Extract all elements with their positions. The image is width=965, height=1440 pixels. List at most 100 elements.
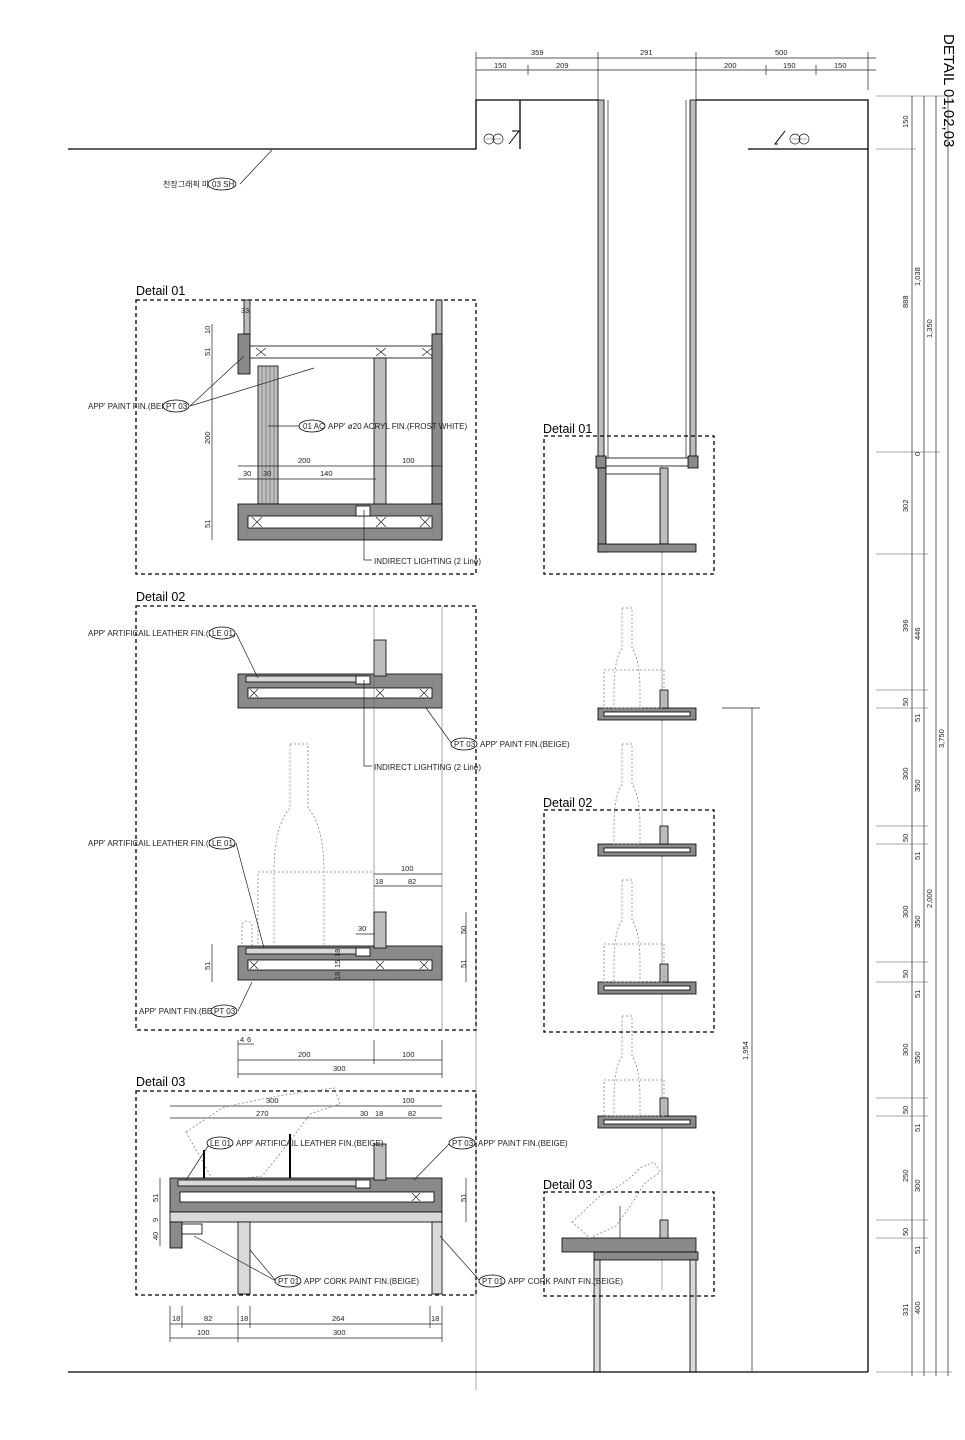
rd-350a: 350 [913, 779, 922, 792]
rd-3750: 3,750 [937, 729, 946, 748]
d02-dim-6: 6 [247, 1035, 251, 1044]
rd-400: 400 [913, 1301, 922, 1314]
d02-dim-300: 300 [333, 1064, 346, 1073]
rd-331: 331 [901, 1303, 910, 1316]
sheet-title: DETAIL 01,02,03 [940, 34, 957, 147]
d02-dim-100: 100 [401, 864, 414, 873]
d02-paint-tag-2: PT 03 [214, 1007, 236, 1016]
d03-cork-tag-1: PT 01 [278, 1277, 300, 1286]
top-dimension-chain: 359 291 500 150 209 200 150 150 [475, 48, 876, 100]
detail-02-small-title: Detail 02 [543, 796, 592, 810]
rd-150: 150 [901, 115, 910, 128]
d02-dim-18: 18 [375, 877, 383, 886]
d01-dim-51b: 51 [203, 520, 212, 528]
rd-1350: 1,350 [925, 319, 934, 338]
ceiling-note-text: 천장그래픽 마감. [163, 179, 219, 189]
top-dim-150c: 150 [834, 61, 847, 70]
d01-dim-3b: 3 [245, 306, 249, 315]
detail-03-small: Detail 03 [543, 1178, 715, 1297]
rd-1038: 1,038 [913, 267, 922, 286]
d01-paint-label: APP' PAINT FIN.(BEIGE) [88, 402, 178, 411]
rd-446: 446 [913, 627, 922, 640]
d01-acrylic-tag: 01 AC [303, 422, 325, 431]
d03-cork-label-2: APP' CORK PAINT FIN.(BEIGE) [508, 1277, 623, 1286]
d02-dim-51l: 51 [203, 962, 212, 970]
d01-dim-3a: 3 [241, 306, 245, 315]
detail-02-title: Detail 02 [136, 590, 185, 604]
rd-0: 0 [913, 452, 922, 456]
top-dim-291: 291 [640, 48, 653, 57]
d02-dim-82: 82 [408, 877, 416, 886]
rd-51e: 51 [913, 1246, 922, 1254]
d01-dim-30a: 30 [243, 469, 251, 478]
ceiling-note: 천장그래픽 마감. 03 SH [163, 149, 273, 191]
d02-leather-label-2: APP' ARTIFICAIL LEATHER FIN.(BEIGE) [88, 839, 236, 848]
rd-350b: 350 [913, 915, 922, 928]
d02-dim-4: 4 [240, 1035, 244, 1044]
d02-dim-51r: 51 [459, 960, 468, 968]
d03-dim-9: 9 [151, 1218, 160, 1222]
detail-02-small: Detail 02 [543, 796, 715, 1033]
d03-dim-18: 18 [375, 1109, 383, 1118]
rd-50a: 50 [901, 698, 910, 706]
rd-396: 396 [901, 619, 910, 632]
rd-51c: 51 [913, 990, 922, 998]
rd-2000: 2,000 [925, 889, 934, 908]
d01-acrylic-label: APP' ø20 ACRYL FIN.(FROST WHITE) [328, 422, 468, 431]
elevation-column [475, 99, 699, 1390]
d03-dim-18c: 18 [431, 1314, 439, 1323]
rd-50d: 50 [901, 1106, 910, 1114]
d01-dim-200v: 200 [203, 431, 212, 444]
d02-dim-50: 50 [459, 926, 468, 934]
d03-dim-30: 30 [360, 1109, 368, 1118]
d01-lighting-label: INDIRECT LIGHTING (2 Line) [374, 557, 481, 566]
d03-dim-100: 100 [402, 1096, 415, 1105]
rd-51d: 51 [913, 1124, 922, 1132]
d02-leather-tag-2: LE 01 [212, 839, 233, 848]
top-dim-500: 500 [775, 48, 788, 57]
d03-leather-tag: LE 01 [210, 1139, 231, 1148]
detail-01-title: Detail 01 [136, 284, 185, 298]
d01-dim-200h: 200 [298, 456, 311, 465]
d01-dim-100: 100 [402, 456, 415, 465]
d02-dim-30: 30 [358, 924, 366, 933]
d01-dim-140: 140 [320, 469, 333, 478]
d03-dim-270: 270 [256, 1109, 269, 1118]
detail-03: Detail 03 300 100 270 30 18 82 51 9 40 [135, 1075, 623, 1342]
detail-01-small: Detail 01 [543, 422, 715, 575]
d03-cork-label-1: APP' CORK PAINT FIN.(BEIGE) [304, 1277, 419, 1286]
detail-03-title: Detail 03 [136, 1075, 185, 1089]
d01-dim-51a: 51 [203, 348, 212, 356]
rd-300b: 300 [901, 905, 910, 918]
d03-dim-40: 40 [151, 1232, 160, 1240]
top-dim-150a: 150 [494, 61, 507, 70]
rd-888: 888 [901, 295, 910, 308]
d03-dim-264: 264 [332, 1314, 345, 1323]
rd-300d: 300 [913, 1179, 922, 1192]
d02-leather-tag-1: LE 01 [212, 629, 233, 638]
rd-300c: 300 [901, 1043, 910, 1056]
right-dimension-chains: 150 888 302 396 50 300 50 300 50 300 50 … [876, 95, 952, 1376]
detail-01-small-title: Detail 01 [543, 422, 592, 436]
dim-1954: 1,954 [722, 707, 760, 1372]
rd-302: 302 [901, 499, 910, 512]
d01-dim-30b: 30 [263, 469, 271, 478]
top-dim-150b: 150 [783, 61, 796, 70]
d03-dim-18a: 18 [172, 1314, 180, 1323]
d02-dim-18v1: 18 [333, 972, 342, 980]
d01-dim-10: 10 [203, 326, 212, 334]
dim-1954-text: 1,954 [741, 1041, 750, 1060]
d03-dim-82: 82 [408, 1109, 416, 1118]
rd-350c: 350 [913, 1051, 922, 1064]
rd-50b: 50 [901, 834, 910, 842]
d03-cork-tag-2: PT 01 [482, 1277, 504, 1286]
d03-leather-label: APP' ARTIFICAIL LEATHER FIN.(BEIGE) [236, 1139, 384, 1148]
d03-dim-82b: 82 [204, 1314, 212, 1323]
d03-dim-300: 300 [266, 1096, 279, 1105]
rd-300a: 300 [901, 767, 910, 780]
d03-dim-51r: 51 [459, 1194, 468, 1202]
rd-51b: 51 [913, 852, 922, 860]
rd-50c: 50 [901, 970, 910, 978]
rd-51a: 51 [913, 714, 922, 722]
d02-paint-label-1: APP' PAINT FIN.(BEIGE) [480, 740, 570, 749]
